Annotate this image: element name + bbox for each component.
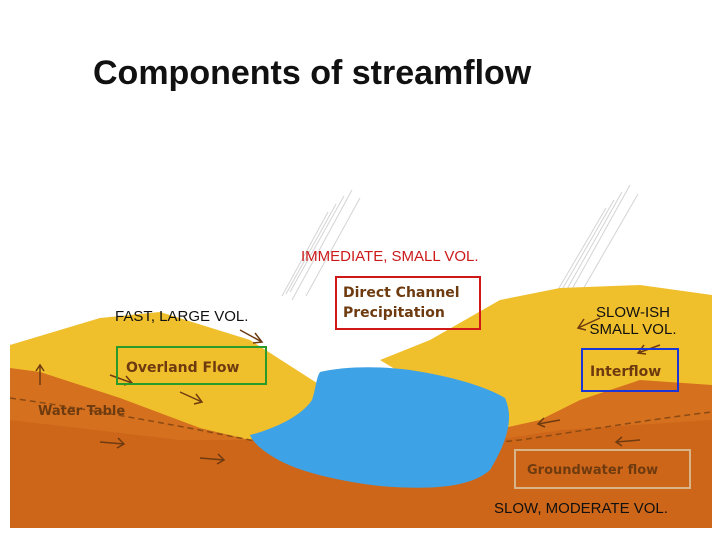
slowish-line1: SLOW-ISH	[578, 304, 688, 321]
interflow-label: Interflow	[590, 364, 661, 380]
slowish-line2: SMALL VOL.	[578, 321, 688, 338]
direct-channel-label: Direct Channel	[343, 285, 460, 301]
immediate-callout: IMMEDIATE, SMALL VOL.	[301, 248, 479, 265]
slow-callout: SLOW, MODERATE VOL.	[494, 500, 668, 517]
overland-flow-label: Overland Flow	[126, 360, 240, 376]
water-table-label: Water Table	[38, 404, 125, 419]
fast-callout: FAST, LARGE VOL.	[115, 308, 248, 325]
groundwater-flow-label: Groundwater flow	[527, 463, 658, 478]
precipitation-label: Precipitation	[343, 305, 445, 321]
slowish-callout: SLOW-ISH SMALL VOL.	[578, 304, 688, 338]
